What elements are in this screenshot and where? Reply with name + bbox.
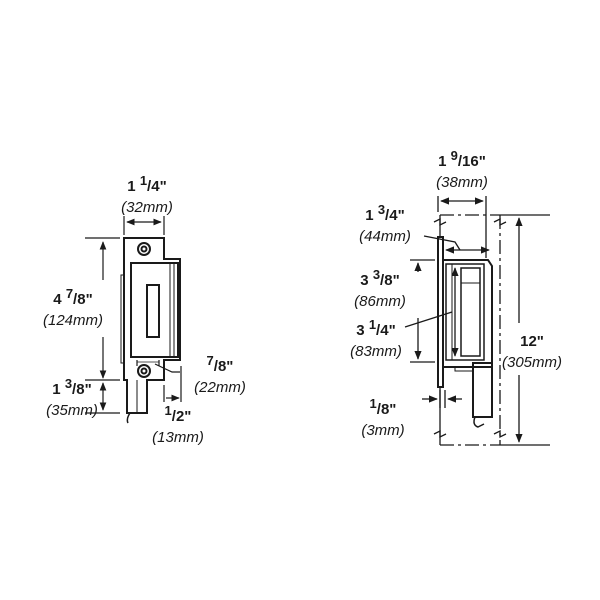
- right-width-label: 1 9/16" (38mm): [436, 148, 488, 191]
- right-plate-label: 1/8" (3mm): [361, 396, 405, 439]
- screw-top-icon: [137, 242, 151, 256]
- left-height-label: 4 7/8" (124mm): [42, 286, 104, 329]
- left-width-label: 1 1/4" (32mm): [121, 173, 173, 216]
- right-keeper-label: 3 1/4" (83mm): [350, 317, 402, 360]
- right-dimension-lines: [404, 196, 550, 446]
- left-dimension-lines: [85, 216, 182, 414]
- screw-bottom-icon: [137, 364, 151, 378]
- right-total-label: 12" (305mm): [501, 333, 563, 371]
- right-face-label: 1 3/4" (44mm): [359, 202, 411, 245]
- right-strike-outline: [437, 236, 493, 428]
- left-bottom-label: 1 3/8" (35mm): [46, 376, 98, 419]
- left-depth-label: 1/2" (13mm): [152, 403, 204, 446]
- left-offset-label: 7/8" (22mm): [194, 353, 246, 396]
- left-strike-outline: [120, 237, 181, 424]
- right-body-label: 3 3/8" (86mm): [354, 267, 406, 310]
- keeper-slot: [146, 284, 160, 338]
